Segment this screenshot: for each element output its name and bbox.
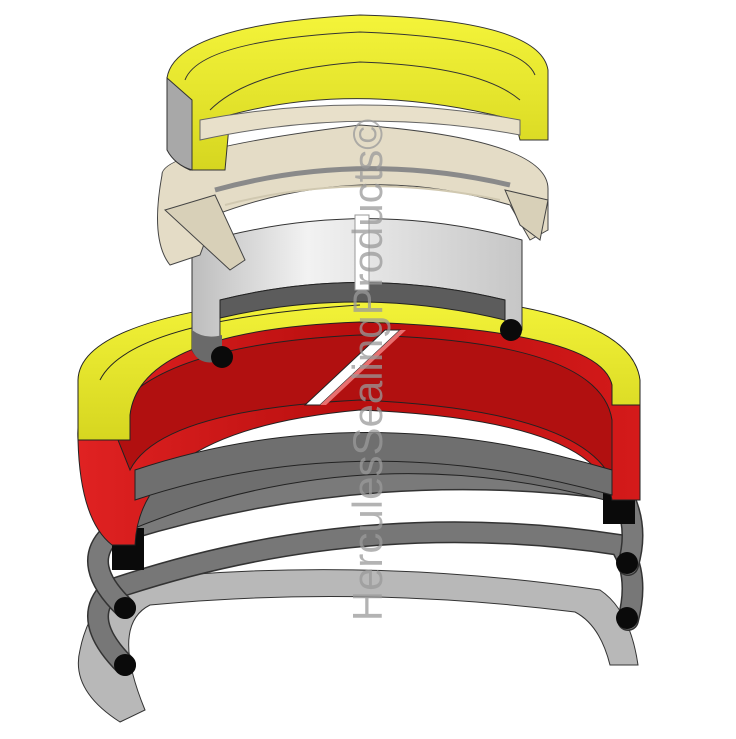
wiper-seal — [166, 14, 549, 171]
u-cup-seal — [157, 124, 549, 271]
watermark-text: HerculesSealingProducts© — [344, 118, 391, 622]
rod-bushing — [191, 214, 523, 368]
